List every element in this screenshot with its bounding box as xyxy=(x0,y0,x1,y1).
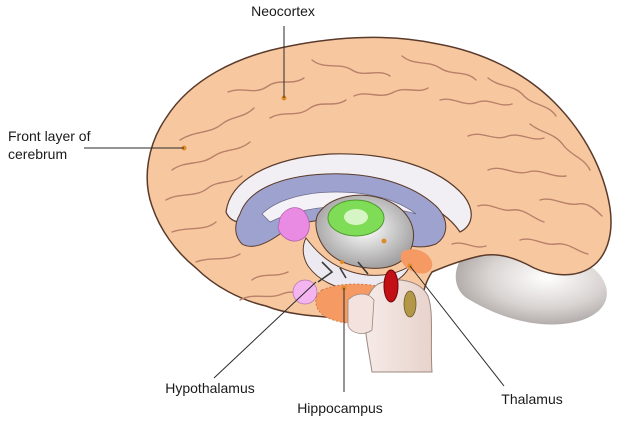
olive-structure xyxy=(403,290,417,318)
green-nucleus-center xyxy=(344,209,368,225)
neocortex-label: Neocortex xyxy=(251,3,315,19)
front-layer-label-line2: cerebrum xyxy=(8,146,67,162)
lower-region-dot xyxy=(340,260,344,264)
pons xyxy=(347,293,375,334)
thalamus-leader xyxy=(409,265,505,387)
septal-pink-region xyxy=(277,207,310,242)
front-layer-label-line1: Front layer of xyxy=(8,128,91,144)
thalamus-region-dot xyxy=(381,238,387,244)
hypothalamus-label: Hypothalamus xyxy=(165,380,255,396)
hippocampus-label: Hippocampus xyxy=(297,400,383,416)
brainstem xyxy=(364,279,433,373)
hypothalamus-leader xyxy=(213,281,317,379)
thalamus-label: Thalamus xyxy=(501,391,562,407)
amygdala-structure xyxy=(383,269,399,303)
third-ventricle-lines xyxy=(317,261,369,283)
